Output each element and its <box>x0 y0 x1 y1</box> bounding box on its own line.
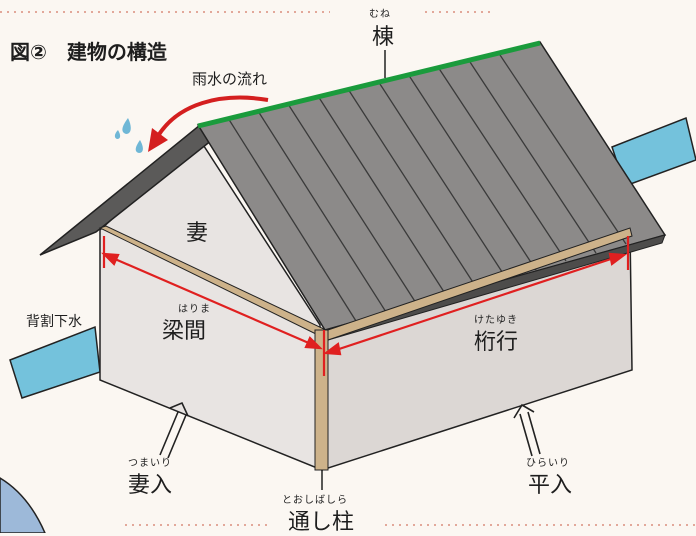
ketayuki-label: 桁行 <box>474 330 519 355</box>
corner-water <box>0 477 46 533</box>
tsuma-label: 妻 <box>186 221 209 246</box>
figure-title: 図② 建物の構造 <box>10 40 167 64</box>
harima-ruby: はりま <box>178 304 211 315</box>
rainflow-arrowhead <box>148 128 168 152</box>
tsumairi-label: 妻入 <box>128 473 173 498</box>
raindrop-icon <box>122 118 131 134</box>
tsumairi-arrow-icon <box>159 401 189 459</box>
drain-left <box>9 325 101 399</box>
toshibashira-ruby: とおしばしら <box>282 495 348 506</box>
hirairi-ruby: ひらいり <box>526 458 570 469</box>
dimension-lines <box>101 236 630 376</box>
mune-label: 棟 <box>372 25 395 50</box>
toshibashira-label: 通し柱 <box>288 510 355 535</box>
seware-label: 背割下水 <box>26 314 82 330</box>
hirairi-arrow-icon <box>513 403 541 457</box>
harima-label: 梁間 <box>162 319 207 344</box>
mune-ruby: むね <box>369 9 391 20</box>
through-pillar <box>314 329 329 471</box>
ketayuki-ruby: けたゆき <box>474 315 518 326</box>
raindrop-icon <box>114 130 121 139</box>
roof-slates <box>227 51 627 322</box>
tsumairi-ruby: つまいり <box>128 458 172 469</box>
raindrop-icon <box>135 140 143 153</box>
hirairi-label: 平入 <box>528 473 573 498</box>
ridge-line <box>197 40 541 129</box>
rainflow-label: 雨水の流れ <box>192 70 268 88</box>
rainflow-arrow <box>156 95 269 138</box>
